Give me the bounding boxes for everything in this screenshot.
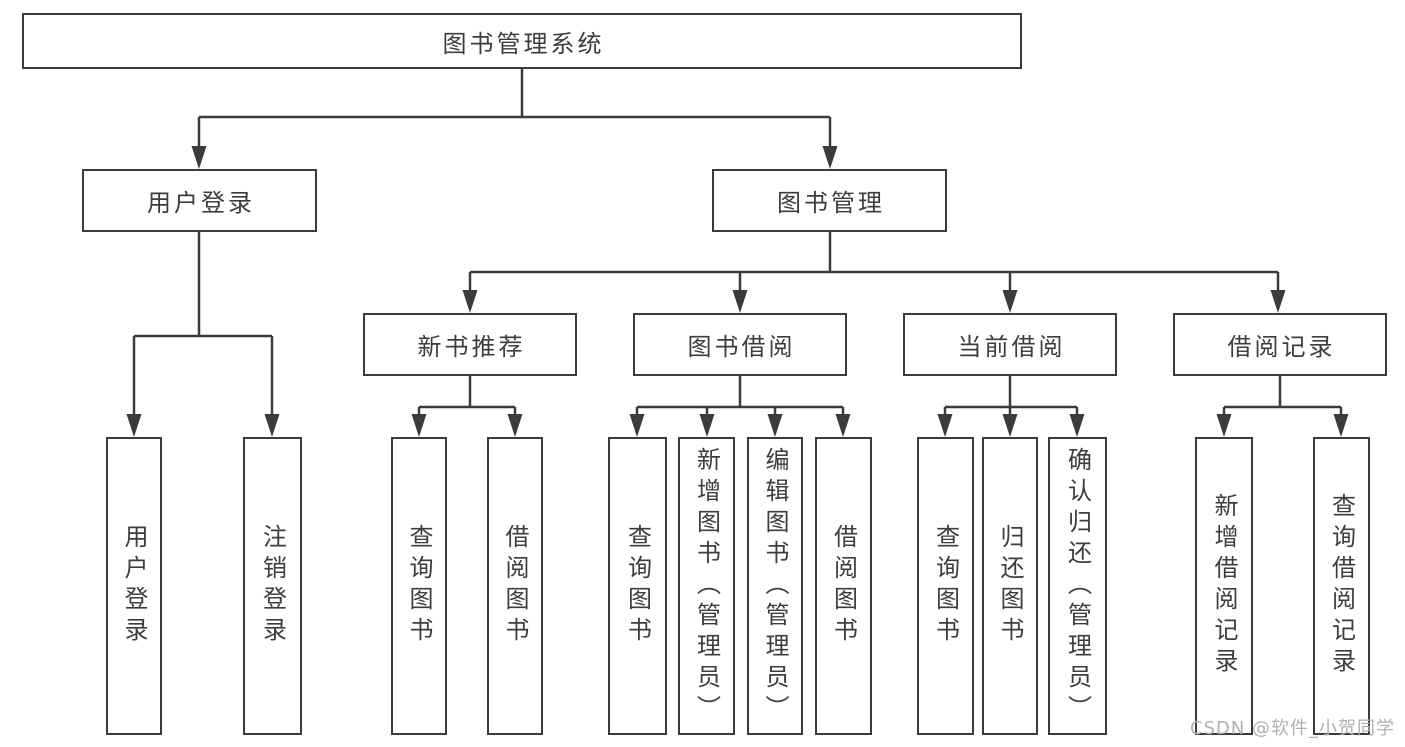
arrowheads [126, 146, 1349, 437]
node-new-book-recommend: 新书推荐 [363, 313, 577, 376]
leaf-query-books-3-label: 查询图书 [931, 524, 960, 648]
leaf-logout-label: 注销登录 [258, 524, 287, 648]
leaf-query-borrow-record-label: 查询借阅记录 [1327, 493, 1356, 679]
leaf-add-borrow-record-label: 新增借阅记录 [1210, 493, 1238, 679]
arrowhead [1069, 414, 1085, 437]
leaf-query-borrow-record: 查询借阅记录 [1313, 437, 1370, 735]
arrowhead [507, 414, 523, 437]
leaf-query-books-1-label: 查询图书 [405, 524, 433, 648]
node-book-borrowing-label: 图书借阅 [687, 333, 796, 361]
node-current-borrowing-label: 当前借阅 [957, 333, 1066, 361]
arrowhead [462, 290, 478, 313]
arrowhead [1270, 290, 1286, 313]
node-book-borrowing: 图书借阅 [633, 313, 847, 376]
leaf-return-books: 归还图书 [982, 437, 1038, 735]
leaf-user-login-label: 用户登录 [120, 524, 148, 648]
leaf-borrow-books-2-label: 借阅图书 [829, 524, 858, 648]
leaf-logout: 注销登录 [243, 437, 302, 735]
leaf-add-books-admin-label: 新增图书（管理员） [692, 446, 721, 726]
leaf-query-books-1: 查询图书 [391, 437, 447, 735]
arrowhead [835, 414, 851, 437]
leaf-return-books-label: 归还图书 [996, 524, 1024, 648]
leaf-query-books-2-label: 查询图书 [623, 524, 652, 648]
leaf-user-login: 用户登录 [106, 437, 162, 735]
leaf-confirm-return-admin-label: 确认归还（管理员） [1063, 446, 1092, 726]
node-root: 图书管理系统 [22, 13, 1022, 69]
node-book-management: 图书管理 [712, 169, 947, 232]
node-user-login: 用户登录 [82, 169, 317, 232]
arrowhead [732, 290, 748, 313]
node-borrowing-records: 借阅记录 [1173, 313, 1387, 376]
leaf-add-borrow-record: 新增借阅记录 [1195, 437, 1253, 735]
arrowhead [1002, 414, 1018, 437]
node-new-book-recommend-label: 新书推荐 [417, 333, 526, 361]
connector-paths [132, 69, 1343, 418]
node-book-management-label: 图书管理 [777, 189, 885, 217]
watermark-text: CSDN @软件_小贺同学 [1190, 718, 1396, 739]
arrowhead [191, 146, 207, 169]
leaf-borrow-books-1-label: 借阅图书 [501, 524, 529, 648]
arrowhead [1002, 290, 1018, 313]
leaf-borrow-books-2: 借阅图书 [815, 437, 872, 735]
leaf-query-books-3: 查询图书 [917, 437, 974, 735]
arrowhead [411, 414, 427, 437]
node-user-login-label: 用户登录 [147, 189, 255, 217]
leaf-query-books-2: 查询图书 [608, 437, 667, 735]
leaf-borrow-books-1: 借阅图书 [487, 437, 543, 735]
leaf-edit-books-admin: 编辑图书（管理员） [747, 437, 803, 735]
arrowhead [264, 414, 280, 437]
arrowhead [126, 414, 142, 437]
arrowhead [1216, 414, 1232, 437]
leaf-edit-books-admin-label: 编辑图书（管理员） [761, 446, 789, 726]
arrowhead [629, 414, 645, 437]
connector-path [132, 69, 1343, 418]
node-root-label: 图书管理系统 [442, 29, 605, 58]
leaf-add-books-admin: 新增图书（管理员） [678, 437, 735, 735]
arrowhead [822, 146, 838, 169]
arrowhead [937, 414, 953, 437]
arrowhead [1333, 414, 1349, 437]
arrowhead [767, 414, 783, 437]
leaf-confirm-return-admin: 确认归还（管理员） [1048, 437, 1107, 735]
node-current-borrowing: 当前借阅 [903, 313, 1117, 376]
node-borrowing-records-label: 借阅记录 [1227, 333, 1336, 361]
arrowhead [699, 414, 715, 437]
